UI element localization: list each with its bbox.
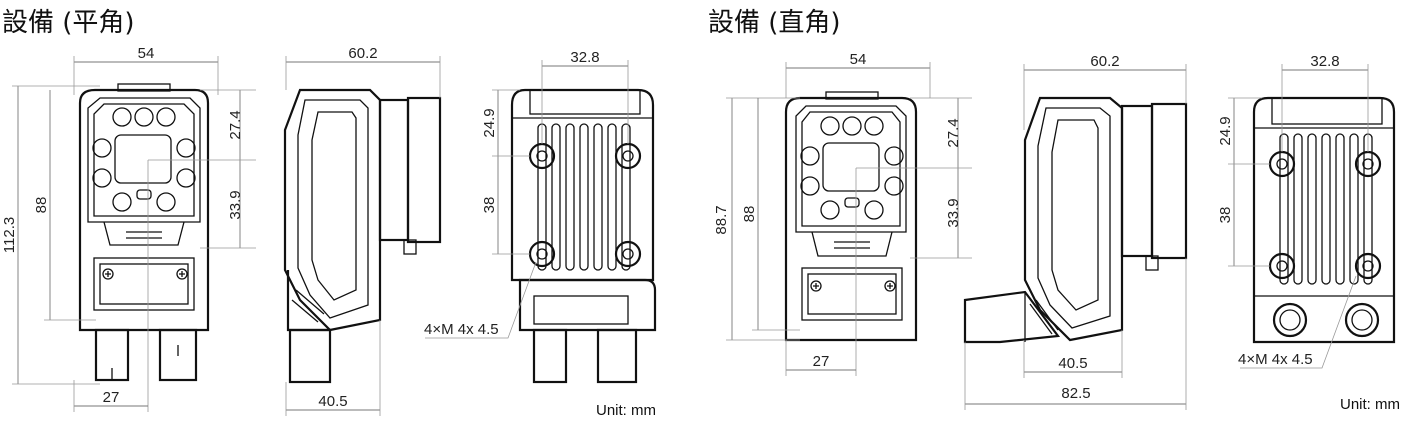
- right-front-body-height: 88: [741, 206, 758, 223]
- right-rear-view: 32.8 24.9 38 4×M 4x 4.5: [1217, 53, 1396, 369]
- flat-rear-top-offset: 24.9: [481, 108, 498, 137]
- flat-rear-view: 32.8 24.9 38 4×M 4x 4.5: [424, 49, 657, 384]
- right-front-total-height: 88.7: [713, 205, 730, 234]
- right-rear-screw-spec: 4×M 4x 4.5: [1238, 351, 1313, 368]
- right-rear-top-offset: 24.9: [1217, 116, 1234, 145]
- title-flat: 設備 (平角): [2, 8, 135, 38]
- flat-front-body-height: 88: [33, 197, 50, 214]
- flat-front-width: 54: [138, 45, 155, 62]
- title-right-angle: 設備 (直角): [708, 8, 841, 38]
- flat-front-total-height: 112.3: [1, 217, 18, 253]
- unit-label-flat: Unit: mm: [596, 402, 656, 419]
- right-side-depth: 60.2: [1090, 53, 1119, 70]
- right-side-overall: 82.5: [1061, 385, 1090, 402]
- flat-front-offset-bottom: 27: [103, 389, 120, 406]
- right-front-offset-bottom: 27: [813, 353, 830, 370]
- right-front-width: 54: [850, 51, 867, 68]
- flat-side-depth: 60.2: [348, 45, 377, 62]
- right-front-view: 54 88.7 88 27.4 33.9 27: [713, 51, 972, 376]
- unit-label-right: Unit: mm: [1340, 396, 1400, 413]
- flat-rear-hole-pitch-x: 32.8: [570, 49, 599, 66]
- right-front-offset-mid: 33.9: [945, 198, 962, 227]
- right-side-view: 60.2 40.5 82.5: [963, 53, 1188, 410]
- flat-front-offset-mid: 33.9: [227, 190, 244, 219]
- flat-rear-screw-spec: 4×M 4x 4.5: [424, 321, 499, 338]
- flat-side-depth-lower: 40.5: [318, 393, 347, 410]
- right-rear-hole-pitch-x: 32.8: [1310, 53, 1339, 70]
- flat-front-view: 54 112.3 88 27.4 33.9 27: [1, 45, 256, 412]
- flat-front-offset-top: 27.4: [227, 110, 244, 139]
- right-side-depth-lower: 40.5: [1058, 355, 1087, 372]
- right-front-offset-top: 27.4: [945, 118, 962, 147]
- flat-side-view: 60.2 40.5: [283, 45, 442, 416]
- flat-rear-hole-pitch-y: 38: [481, 197, 498, 214]
- right-rear-hole-pitch-y: 38: [1217, 207, 1234, 224]
